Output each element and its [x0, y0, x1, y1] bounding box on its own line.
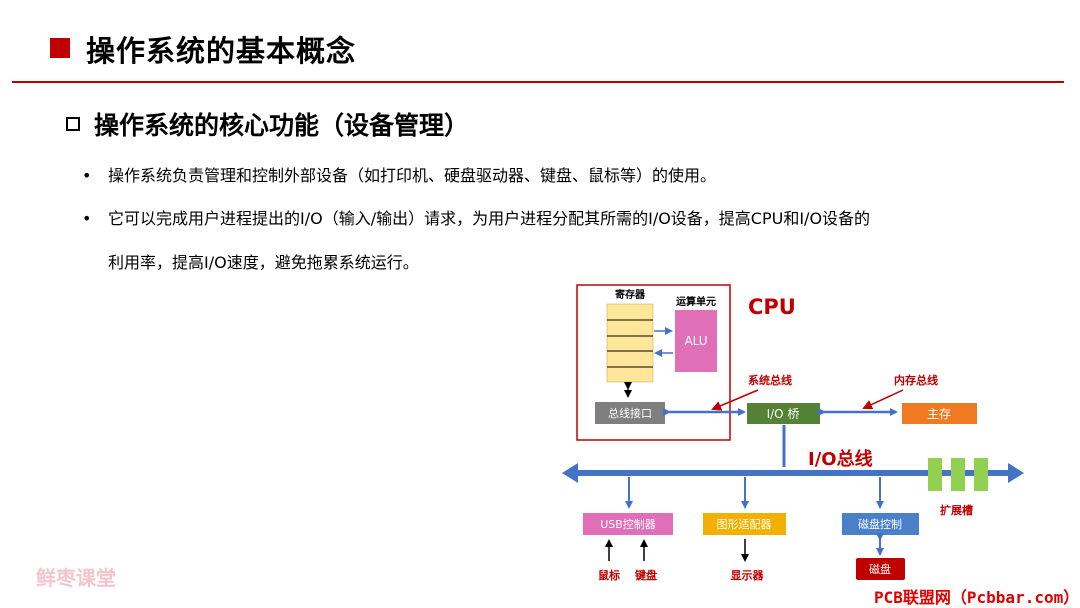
graphics-adapter-label: 图形适配器 [717, 518, 772, 531]
register-stack [606, 303, 654, 383]
bullet-text-2-continued: 利用率，提高I/O速度，避免拖累系统运行。 [108, 253, 419, 272]
cpu-label: CPU [748, 295, 796, 319]
memory-bus-pointer [862, 389, 904, 410]
slide-title: 操作系统的基本概念 [86, 34, 357, 68]
system-bus-label: 系统总线 [748, 373, 792, 387]
title-marker-icon [50, 38, 70, 58]
register-label: 寄存器 [615, 288, 646, 301]
alu-box [675, 310, 717, 372]
alu-title: 运算单元 [676, 295, 716, 308]
expansion-slots [928, 458, 988, 491]
disk-controller-box [842, 513, 919, 535]
subtitle-marker-icon [66, 117, 80, 131]
io-bridge-box [747, 403, 820, 424]
io-bus-left-arrowhead [562, 463, 578, 483]
disk-controller-label: 磁盘控制 [858, 517, 902, 531]
bus-interface-label: 总线接口 [608, 406, 652, 420]
bus-interface-box [595, 402, 665, 424]
disk-box [856, 558, 905, 580]
cpu-boundary [576, 284, 731, 441]
io-bus-right-arrowhead [1008, 463, 1024, 483]
section-subtitle: 操作系统的核心功能（设备管理） [94, 111, 470, 140]
title-divider [12, 81, 1064, 83]
alu-label: ALU [684, 334, 707, 348]
mouse-label: 鼠标 [598, 568, 620, 582]
keyboard-label: 键盘 [634, 568, 657, 582]
disk-label: 磁盘 [869, 562, 891, 576]
memory-bus-label: 内存总线 [894, 373, 938, 387]
io-bus-label: I/O总线 [808, 448, 873, 470]
graphics-adapter-box [703, 513, 786, 535]
bullet-text-1: 操作系统负责管理和控制外部设备（如打印机、硬盘驱动器、键盘、鼠标等）的使用。 [108, 166, 717, 185]
bullet-dot-1: • [82, 166, 92, 185]
display-label: 显示器 [731, 569, 765, 582]
main-memory-label: 主存 [927, 407, 951, 421]
main-memory-box [902, 403, 977, 424]
bullet-dot-2: • [82, 209, 92, 228]
watermark-right: PCB联盟网（Pcbbar.com） [874, 588, 1080, 607]
system-bus-pointer [711, 389, 759, 411]
usb-controller-box [583, 513, 673, 535]
usb-controller-label: USB控制器 [600, 517, 656, 531]
expansion-slots-label: 扩展槽 [940, 503, 973, 517]
watermark-left: 鲜枣课堂 [36, 566, 116, 590]
bullet-text-2: 它可以完成用户进程提出的I/O（输入/输出）请求，为用户进程分配其所需的I/O设… [108, 209, 871, 228]
io-bridge-label: I/O 桥 [767, 407, 800, 421]
